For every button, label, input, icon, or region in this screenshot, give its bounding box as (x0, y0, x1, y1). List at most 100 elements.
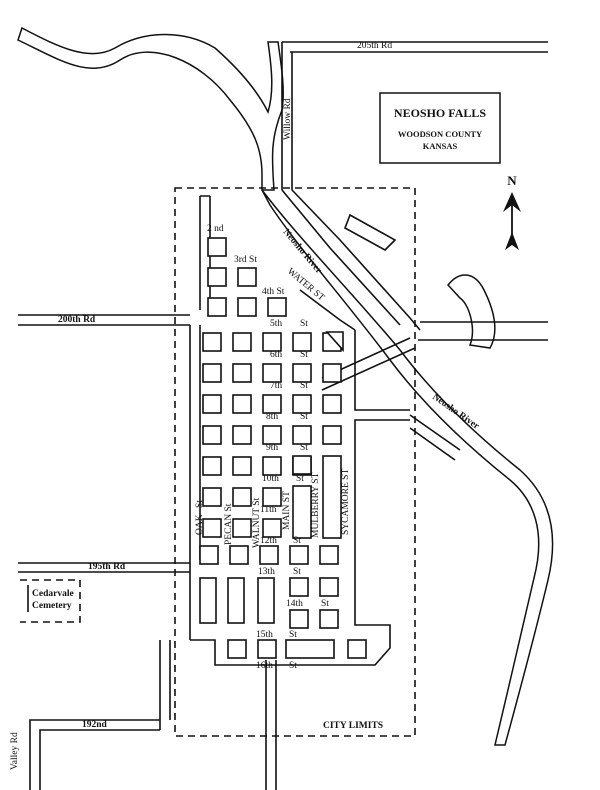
label-14th: 14th (286, 599, 303, 609)
city-block (259, 545, 279, 565)
city-block (322, 455, 342, 539)
label-12th: 12th (260, 536, 277, 546)
label-valley-rd: Valley Rd (10, 732, 20, 770)
label-main-st: MAIN ST (282, 491, 292, 530)
city-block (232, 518, 252, 538)
city-block (202, 332, 222, 352)
city-block (262, 456, 282, 476)
city-block (322, 363, 342, 383)
label-4th-st: 4th St (262, 287, 285, 297)
label-10th-st: St (296, 474, 304, 484)
city-block (322, 425, 342, 445)
label-9th-st: St (300, 443, 308, 453)
label-11th: 11th (260, 505, 277, 515)
map-title: NEOSHO FALLS (394, 106, 486, 120)
label-sycamore-st: SYCAMORE ST (341, 469, 351, 535)
label-192nd: 192nd (82, 720, 108, 730)
city-block (202, 425, 222, 445)
city-block (232, 394, 252, 414)
city-limits-boundary (174, 187, 416, 737)
city-block (199, 577, 217, 624)
label-15th: 15th (256, 630, 273, 640)
label-13th-st: St (293, 567, 301, 577)
cemetery-boundary (20, 579, 81, 623)
label-200th-rd: 200th Rd (58, 315, 96, 325)
city-block (257, 577, 275, 624)
city-block (289, 609, 309, 629)
city-block (347, 639, 367, 659)
city-block (289, 577, 309, 597)
label-8th-st: St (300, 412, 308, 422)
city-block (262, 518, 282, 538)
city-block (292, 425, 312, 445)
city-block (202, 456, 222, 476)
label-12th-st: St (293, 536, 301, 546)
label-13th: 13th (258, 567, 275, 577)
city-block (292, 332, 312, 352)
city-block (232, 425, 252, 445)
map-subtitle-county: WOODSON COUNTY (398, 129, 482, 139)
city-block (237, 297, 257, 317)
label-river-upper: Neosho River (281, 228, 324, 277)
city-block (325, 331, 344, 353)
city-block (292, 455, 312, 475)
city-block (267, 297, 287, 317)
city-block (257, 639, 277, 659)
city-block (322, 394, 342, 414)
label-5th-st: St (300, 319, 308, 329)
label-10th: 10th (262, 474, 279, 484)
city-blocks (199, 237, 367, 659)
label-14th-st: St (321, 599, 329, 609)
city-block (202, 394, 222, 414)
city-block (319, 577, 339, 597)
city-block (289, 545, 309, 565)
label-willow-rd: Willow Rd (283, 98, 293, 140)
label-3rd-st: 3rd St (234, 255, 257, 265)
city-block (319, 545, 339, 565)
label-city-limits: CITY LIMITS (323, 721, 383, 731)
label-195th-rd: 195th Rd (88, 562, 126, 572)
outer-roads (18, 41, 548, 790)
city-block (202, 487, 222, 507)
neosho-river (17, 26, 554, 746)
city-block (262, 425, 282, 445)
label-oak-st: St (195, 500, 205, 508)
city-block (262, 363, 282, 383)
city-block (207, 297, 227, 317)
city-block (292, 363, 312, 383)
label-8th: 8th (266, 412, 278, 422)
city-block (207, 267, 227, 287)
label-walnut-st: WALNUT St (252, 497, 262, 548)
label-7th: 7th (270, 381, 282, 391)
label-6th: 6th (270, 350, 282, 360)
city-block (232, 456, 252, 476)
label-7th-st: St (300, 381, 308, 391)
label-2nd: 2 nd (207, 224, 224, 234)
map-subtitle-state: KANSAS (423, 141, 458, 151)
place-labels: Cedarvale Cemetery CITY LIMITS (32, 589, 383, 731)
city-block (292, 394, 312, 414)
city-block (319, 609, 339, 629)
city-block (202, 363, 222, 383)
label-5th: 5th (270, 319, 282, 329)
label-9th: 9th (266, 443, 278, 453)
north-arrow-icon: N (503, 173, 521, 250)
label-oak: OAK (195, 514, 205, 535)
town-road-outline (189, 195, 416, 666)
city-block (202, 518, 222, 538)
city-block (237, 267, 257, 287)
label-cemetery-2: Cemetery (32, 601, 72, 611)
city-block (199, 545, 219, 565)
city-block (232, 332, 252, 352)
label-16th: 16th (256, 661, 273, 671)
city-block (285, 639, 335, 659)
city-block (292, 485, 312, 539)
city-block (262, 394, 282, 414)
label-15th-st: St (289, 630, 297, 640)
city-block (262, 487, 282, 507)
label-pecan-st: PECAN St (224, 503, 234, 545)
city-block (227, 639, 247, 659)
city-block (232, 487, 252, 507)
city-block (262, 332, 282, 352)
